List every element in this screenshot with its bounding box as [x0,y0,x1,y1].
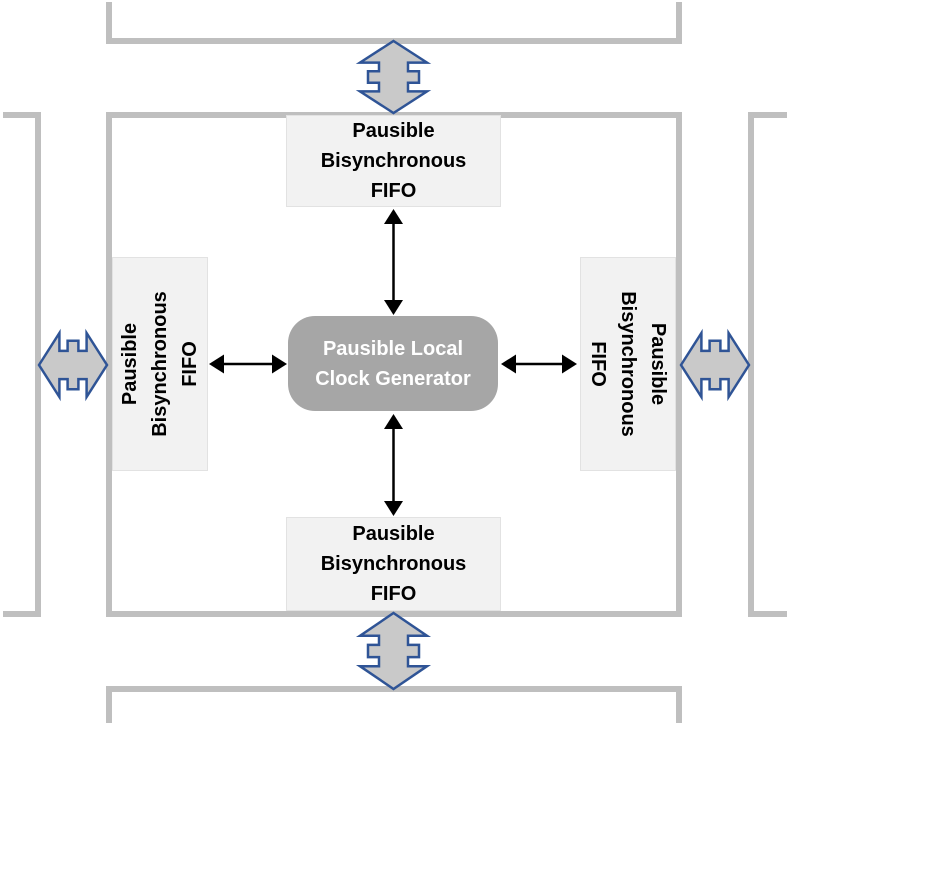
fifo-label-line: Pausible [352,523,435,545]
north-neighbor-tile-outline [106,2,682,44]
fifo-north-box: Pausible Bisynchronous FIFO [286,115,501,207]
fifo-label-line: Bisynchronous [320,150,467,172]
fifo-label-line: FIFO [587,341,609,387]
clock-generator-box: Pausible Local Clock Generator [288,316,498,411]
clock-generator-label-line: Pausible Local [322,337,464,360]
fifo-west-box: Pausible Bisynchronous FIFO [112,257,208,471]
fifo-label-line: FIFO [370,180,417,202]
fifo-label-line: FIFO [179,341,201,387]
inter-tile-connector-east-icon [679,328,751,402]
fifo-label-line: FIFO [370,583,417,605]
fifo-label-line: Pausible [119,322,141,406]
west-neighbor-tile-outline [3,112,41,617]
inter-tile-connector-north-icon [355,39,432,115]
fifo-label-line: Pausible [647,322,669,406]
clock-generator-label-line: Clock Generator [315,367,471,390]
fifo-north-label: Pausible Bisynchronous FIFO [321,116,467,206]
inter-tile-connector-south-icon [355,611,432,691]
fifo-east-label: Pausible Bisynchronous FIFO [583,257,673,471]
fifo-west-label: Pausible Bisynchronous FIFO [115,257,205,471]
inter-tile-connector-west-icon [37,328,109,402]
fifo-south-box: Pausible Bisynchronous FIFO [286,517,501,611]
fifo-label-line: Bisynchronous [149,291,171,437]
fifo-label-line: Pausible [352,120,435,142]
east-neighbor-tile-outline [748,112,787,617]
fifo-label-line: Bisynchronous [320,553,467,575]
south-neighbor-tile-outline [106,686,682,723]
fifo-south-label: Pausible Bisynchronous FIFO [321,519,467,609]
fifo-label-line: Bisynchronous [617,291,639,437]
fifo-east-box: Pausible Bisynchronous FIFO [580,257,676,471]
